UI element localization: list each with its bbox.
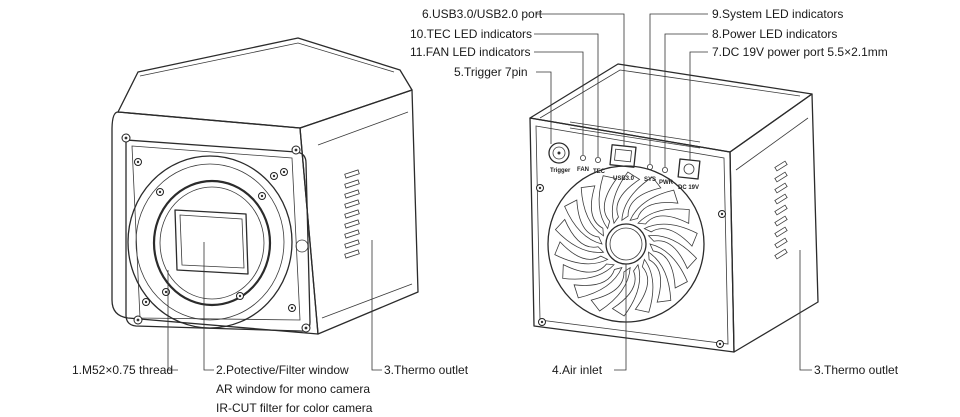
front-screws — [121, 133, 311, 333]
back-thermo-vents — [774, 160, 788, 260]
fan-blade — [580, 185, 604, 237]
tec-led — [595, 156, 602, 163]
fan-blade — [554, 241, 609, 265]
fan-blade — [611, 263, 641, 317]
mark-tec: TEC — [593, 169, 606, 175]
fan-blade — [611, 171, 641, 225]
fan-blade — [637, 208, 690, 225]
fan-blade — [590, 266, 631, 312]
usb-port — [609, 144, 637, 168]
label-air-inlet: 4.Air inlet — [552, 363, 603, 377]
trigger-connector — [548, 142, 570, 164]
fan-led — [580, 154, 587, 161]
fan-blade — [648, 251, 672, 303]
fan-blade — [647, 235, 698, 270]
mark-trigger: Trigger — [550, 168, 571, 174]
back-screws — [536, 184, 726, 348]
fan-blade — [573, 267, 623, 299]
mark-fan: FAN — [577, 167, 589, 173]
label-fan-led: 11.FAN LED indicators — [410, 45, 531, 59]
back-camera-drawing: Trigger FAN TEC USB3.0 SYS PWR DC 19V — [529, 13, 819, 371]
fan-blade — [621, 176, 662, 222]
dc-port — [677, 158, 701, 180]
label-tec-led: 10.TEC LED indicators — [410, 27, 532, 41]
label-thread: 1.M52×0.75 thread — [72, 363, 173, 377]
label-front-thermo-outlet: 3.Thermo outlet — [384, 363, 469, 377]
pwr-led — [662, 166, 669, 173]
fan-blade — [629, 189, 679, 221]
fan-blade — [598, 175, 618, 230]
mark-sys: SYS — [644, 177, 656, 183]
fan-blade — [554, 218, 605, 253]
label-trigger: 5.Trigger 7pin — [454, 65, 528, 79]
mark-dc: DC 19V — [678, 185, 699, 191]
fan-blade — [649, 243, 688, 289]
label-pwr-led: 8.Power LED indicators — [712, 27, 837, 41]
label-dc-port: 7.DC 19V power port 5.5×2.1mm — [712, 45, 888, 59]
fan-blade — [562, 263, 615, 280]
fan-grille — [547, 165, 705, 323]
fan-blade — [643, 223, 698, 247]
fan-blade — [634, 258, 654, 313]
label-usb-port: 6.USB3.0/USB2.0 port — [422, 7, 543, 21]
label-window-mono: AR window for mono camera — [216, 382, 370, 396]
mark-usb: USB3.0 — [613, 176, 635, 182]
label-sys-led: 9.System LED indicators — [712, 7, 843, 21]
label-back-thermo-outlet: 3.Thermo outlet — [814, 363, 899, 377]
front-thermo-vents — [344, 169, 360, 259]
front-camera-drawing — [111, 37, 419, 371]
label-window: 2.Potective/Filter window — [216, 363, 349, 377]
label-window-color: IR-CUT filter for color camera — [216, 401, 373, 415]
mark-pwr: PWR — [659, 180, 674, 186]
fan-blade — [564, 199, 603, 245]
